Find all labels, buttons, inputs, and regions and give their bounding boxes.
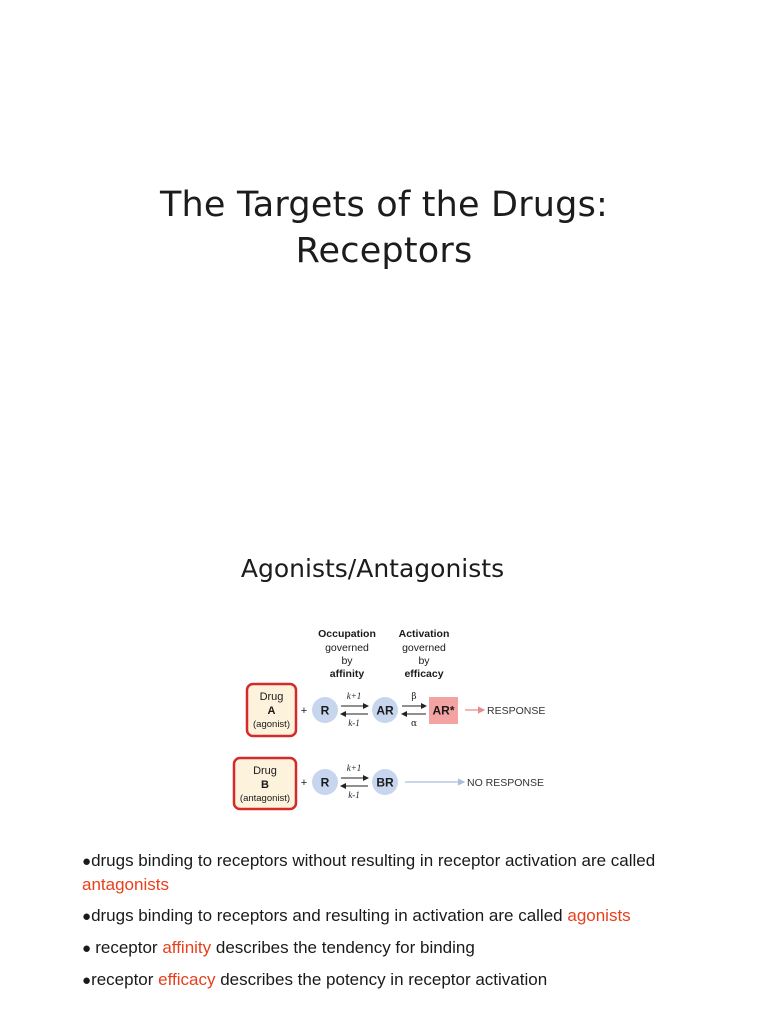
drug-b-letter: B <box>261 779 269 791</box>
occupation-by-text: by <box>341 655 353 667</box>
activation-by-text: by <box>418 655 430 667</box>
activation-efficacy-term: efficacy <box>404 668 443 680</box>
drug-b-type: (antagonist) <box>240 793 290 804</box>
bullet-affinity: ● receptor affinity describes the tenden… <box>82 936 742 960</box>
drug-a-box <box>245 682 298 738</box>
bullet-efficacy: ●receptor efficacy describes the potency… <box>82 968 742 992</box>
occupation-label: Occupation <box>318 628 376 640</box>
plus-sign-a: + <box>301 705 307 717</box>
bullet-text: drugs binding to receptors and resulting… <box>91 906 568 925</box>
bullet-marker: ● <box>82 940 96 957</box>
bullet-marker: ● <box>82 853 92 870</box>
receptor-b-circle <box>312 769 338 795</box>
plus-sign-b: + <box>301 777 307 789</box>
receptor-a-circle <box>312 697 338 723</box>
no-response-label: NO RESPONSE <box>467 777 544 789</box>
antagonist-row: Drug B (antagonist) + R k+1 k-1 BR NO RE… <box>232 756 544 811</box>
slide-title-line-1: The Targets of the Drugs: <box>159 185 609 225</box>
bullet-text: receptor <box>91 970 159 989</box>
section-heading: Agonists/Antagonists <box>240 554 505 583</box>
br-complex-label: BR <box>376 776 394 790</box>
response-label: RESPONSE <box>487 705 545 717</box>
occupation-governed-text: governed <box>325 642 369 654</box>
activation-label: Activation <box>399 628 450 640</box>
k-minus-label-a: k-1 <box>348 718 360 728</box>
bullet-text-after: describes the tendency for binding <box>211 938 475 957</box>
receptor-a-label: R <box>321 704 330 718</box>
bullet-text-after: describes the potency in receptor activa… <box>215 970 548 989</box>
bullet-text: drugs binding to receptors without resul… <box>91 851 656 870</box>
drug-b-box <box>232 756 298 811</box>
bullet-marker: ● <box>82 908 92 925</box>
highlight-term: efficacy <box>158 970 216 989</box>
bullet-antagonists: ●drugs binding to receptors without resu… <box>82 849 742 896</box>
drug-b-label: Drug <box>253 765 277 777</box>
receptor-binding-diagram: Occupation governed by affinity Activati… <box>232 628 545 811</box>
drug-a-type: (agonist) <box>253 719 290 730</box>
drug-a-letter: A <box>268 705 276 717</box>
k-plus-label-a: k+1 <box>347 691 362 701</box>
activation-governed-text: governed <box>402 642 446 654</box>
bullet-marker: ● <box>82 972 92 989</box>
agonist-row: Drug A (agonist) + R k+1 k-1 AR β α AR* … <box>245 682 545 738</box>
receptor-b-label: R <box>321 776 330 790</box>
bullet-list: ●drugs binding to receptors without resu… <box>82 849 742 1000</box>
slide-title-line-2: Receptors <box>295 231 473 271</box>
k-plus-label-b: k+1 <box>347 763 362 773</box>
active-complex-label: AR* <box>432 704 454 718</box>
active-complex-box <box>429 697 458 724</box>
bullet-text: receptor <box>95 938 163 957</box>
drug-a-label: Drug <box>260 691 284 703</box>
br-complex-circle <box>372 769 398 795</box>
k-minus-label-b: k-1 <box>348 790 360 800</box>
slide-title: The Targets of the Drugs: Receptors <box>0 182 768 274</box>
highlight-term: antagonists <box>82 875 169 894</box>
ar-complex-circle <box>372 697 398 723</box>
occupation-affinity-term: affinity <box>330 668 365 680</box>
highlight-term: affinity <box>162 938 212 957</box>
ar-complex-label: AR <box>376 704 394 718</box>
bullet-agonists: ●drugs binding to receptors and resultin… <box>82 904 742 928</box>
highlight-term: agonists <box>567 906 631 925</box>
beta-label: β <box>411 692 416 702</box>
alpha-label: α <box>411 719 417 729</box>
